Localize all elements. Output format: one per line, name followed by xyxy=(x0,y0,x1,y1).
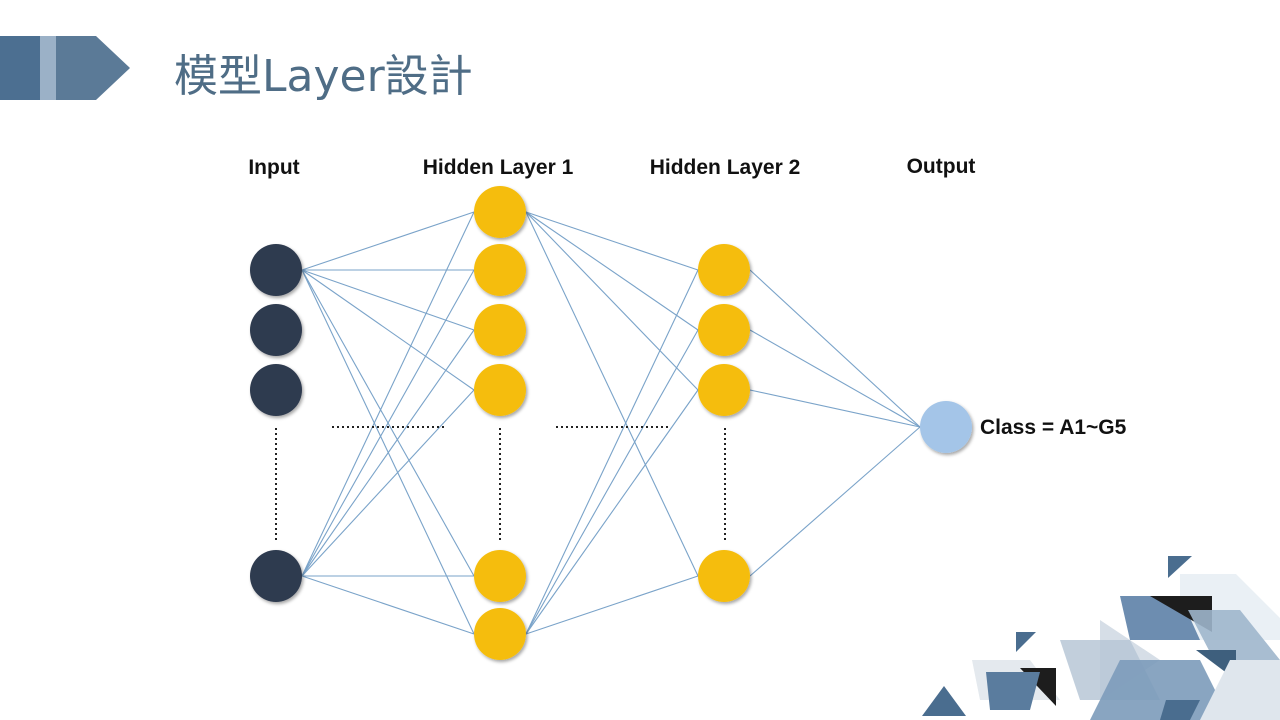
hidden1-node xyxy=(474,608,526,660)
hidden1-node xyxy=(474,364,526,416)
page-title: 模型Layer設計 xyxy=(174,51,473,102)
connections-hidden2-output xyxy=(749,269,921,577)
hidden1-node xyxy=(474,186,526,238)
output-node xyxy=(920,401,972,453)
input-node xyxy=(250,304,302,356)
hidden1-node xyxy=(474,244,526,296)
hidden2-node xyxy=(698,550,750,602)
ellipsis-markers xyxy=(275,426,726,540)
input-node xyxy=(250,550,302,602)
output-class-label: Class = A1~G5 xyxy=(980,416,1127,439)
connections-hidden1-hidden2 xyxy=(525,211,699,635)
layer-label-output: Output xyxy=(907,155,976,178)
hidden2-nodes xyxy=(698,244,750,602)
hidden1-nodes xyxy=(474,186,526,660)
connections-input-hidden1 xyxy=(301,211,475,635)
corner-decoration xyxy=(922,556,1280,720)
hidden2-node xyxy=(698,364,750,416)
title-arrow-banner xyxy=(0,36,130,100)
hidden2-node xyxy=(698,304,750,356)
input-node xyxy=(250,364,302,416)
input-node xyxy=(250,244,302,296)
input-nodes xyxy=(250,244,302,602)
layer-label-input: Input xyxy=(248,156,299,179)
hidden2-node xyxy=(698,244,750,296)
layer-label-hidden-1: Hidden Layer 1 xyxy=(423,156,574,179)
layer-label-hidden-2: Hidden Layer 2 xyxy=(650,156,801,179)
hidden1-node xyxy=(474,304,526,356)
hidden1-node xyxy=(474,550,526,602)
